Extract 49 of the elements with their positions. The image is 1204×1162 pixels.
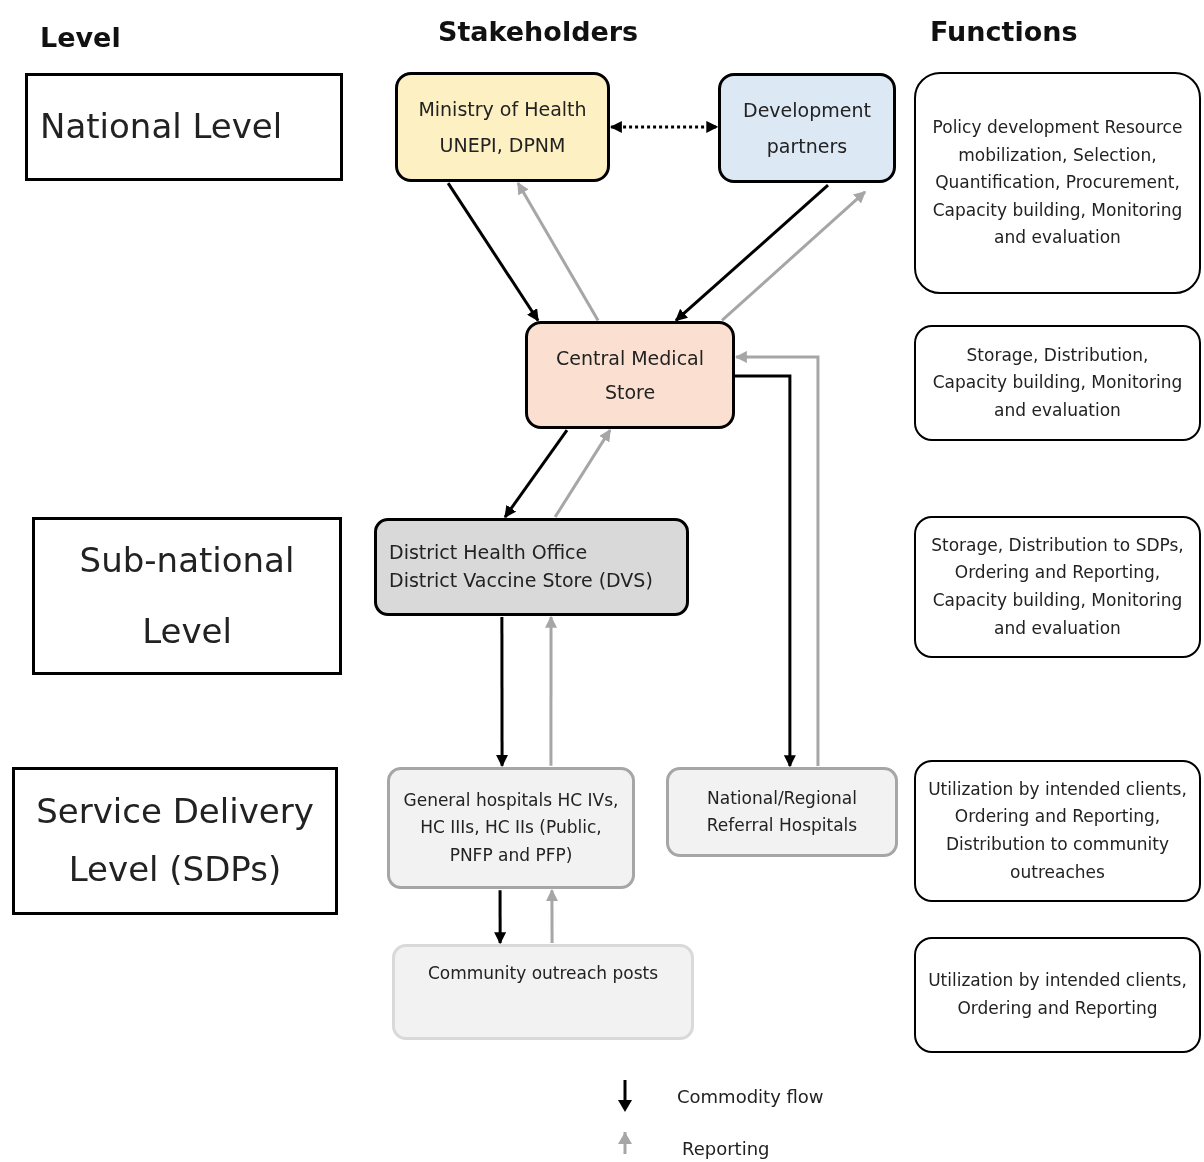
arrow — [734, 350, 820, 767]
function-box — [914, 72, 1201, 294]
stakeholder-box — [718, 73, 896, 183]
arrow — [545, 889, 558, 944]
arrow — [735, 374, 796, 768]
arrow — [496, 617, 509, 767]
stakeholder-box — [395, 72, 610, 182]
stakeholder-box — [666, 767, 898, 857]
node-text: National Level — [40, 105, 283, 149]
node-text: District Health Office — [389, 540, 588, 566]
arrow — [545, 615, 557, 766]
stakeholder-box — [387, 767, 635, 889]
legend-text: Commodity flow — [677, 1086, 824, 1107]
node-text: Development partners — [742, 97, 872, 159]
node-text: Policy development Resource mobilization, Selection, Quantification, Procurement, Capacity building, Monitoring and evaluation — [931, 116, 1184, 250]
function-box — [914, 516, 1201, 658]
node-text: Ministry of Health UNEPI, DPNM — [417, 96, 588, 158]
node-text: Storage, Distribution, Capacity building, Monitoring and evaluation — [931, 343, 1184, 422]
function-box — [914, 937, 1201, 1053]
arrow — [553, 429, 612, 518]
arrow — [494, 890, 507, 945]
function-box — [914, 760, 1201, 902]
function-box — [914, 325, 1201, 441]
node-text: Community outreach posts — [427, 962, 659, 985]
node-text: National/Regional Referral Hospitals — [705, 786, 859, 837]
arrow — [446, 182, 540, 322]
node-text: Sub-national Level — [78, 538, 296, 653]
level-box — [12, 767, 338, 915]
arrow — [609, 120, 719, 133]
level-box — [32, 517, 342, 675]
arrow — [516, 182, 600, 322]
arrow — [675, 184, 829, 322]
node-text: General hospitals HC IVs, HC IIIs, HC IIs (Public, PNFP and PFP) — [402, 789, 620, 867]
column-heading: Functions — [930, 16, 1078, 47]
stakeholder-box — [525, 321, 735, 429]
node-text: District Vaccine Store (DVS) — [389, 568, 653, 593]
stakeholder-box — [392, 944, 694, 1040]
node-text: Service Delivery Level (SDPs) — [35, 790, 315, 891]
node-text: Utilization by intended clients, Ordering and Reporting — [928, 969, 1187, 1020]
level-box — [25, 73, 343, 181]
arrow — [503, 429, 569, 518]
stakeholder-box — [374, 518, 689, 616]
node-text: Storage, Distribution to SDPs, Ordering and Reporting, Capacity building, Monitoring and evaluation — [930, 533, 1185, 640]
legend-text: Reporting — [682, 1138, 770, 1159]
node-text: Utilization by intended clients, Ordering and Reporting, Distribution to community outreaches — [928, 777, 1187, 884]
column-heading: Level — [40, 22, 121, 53]
arrow — [720, 190, 867, 322]
node-text: Central Medical Store — [555, 345, 705, 405]
column-heading: Stakeholders — [438, 16, 639, 47]
